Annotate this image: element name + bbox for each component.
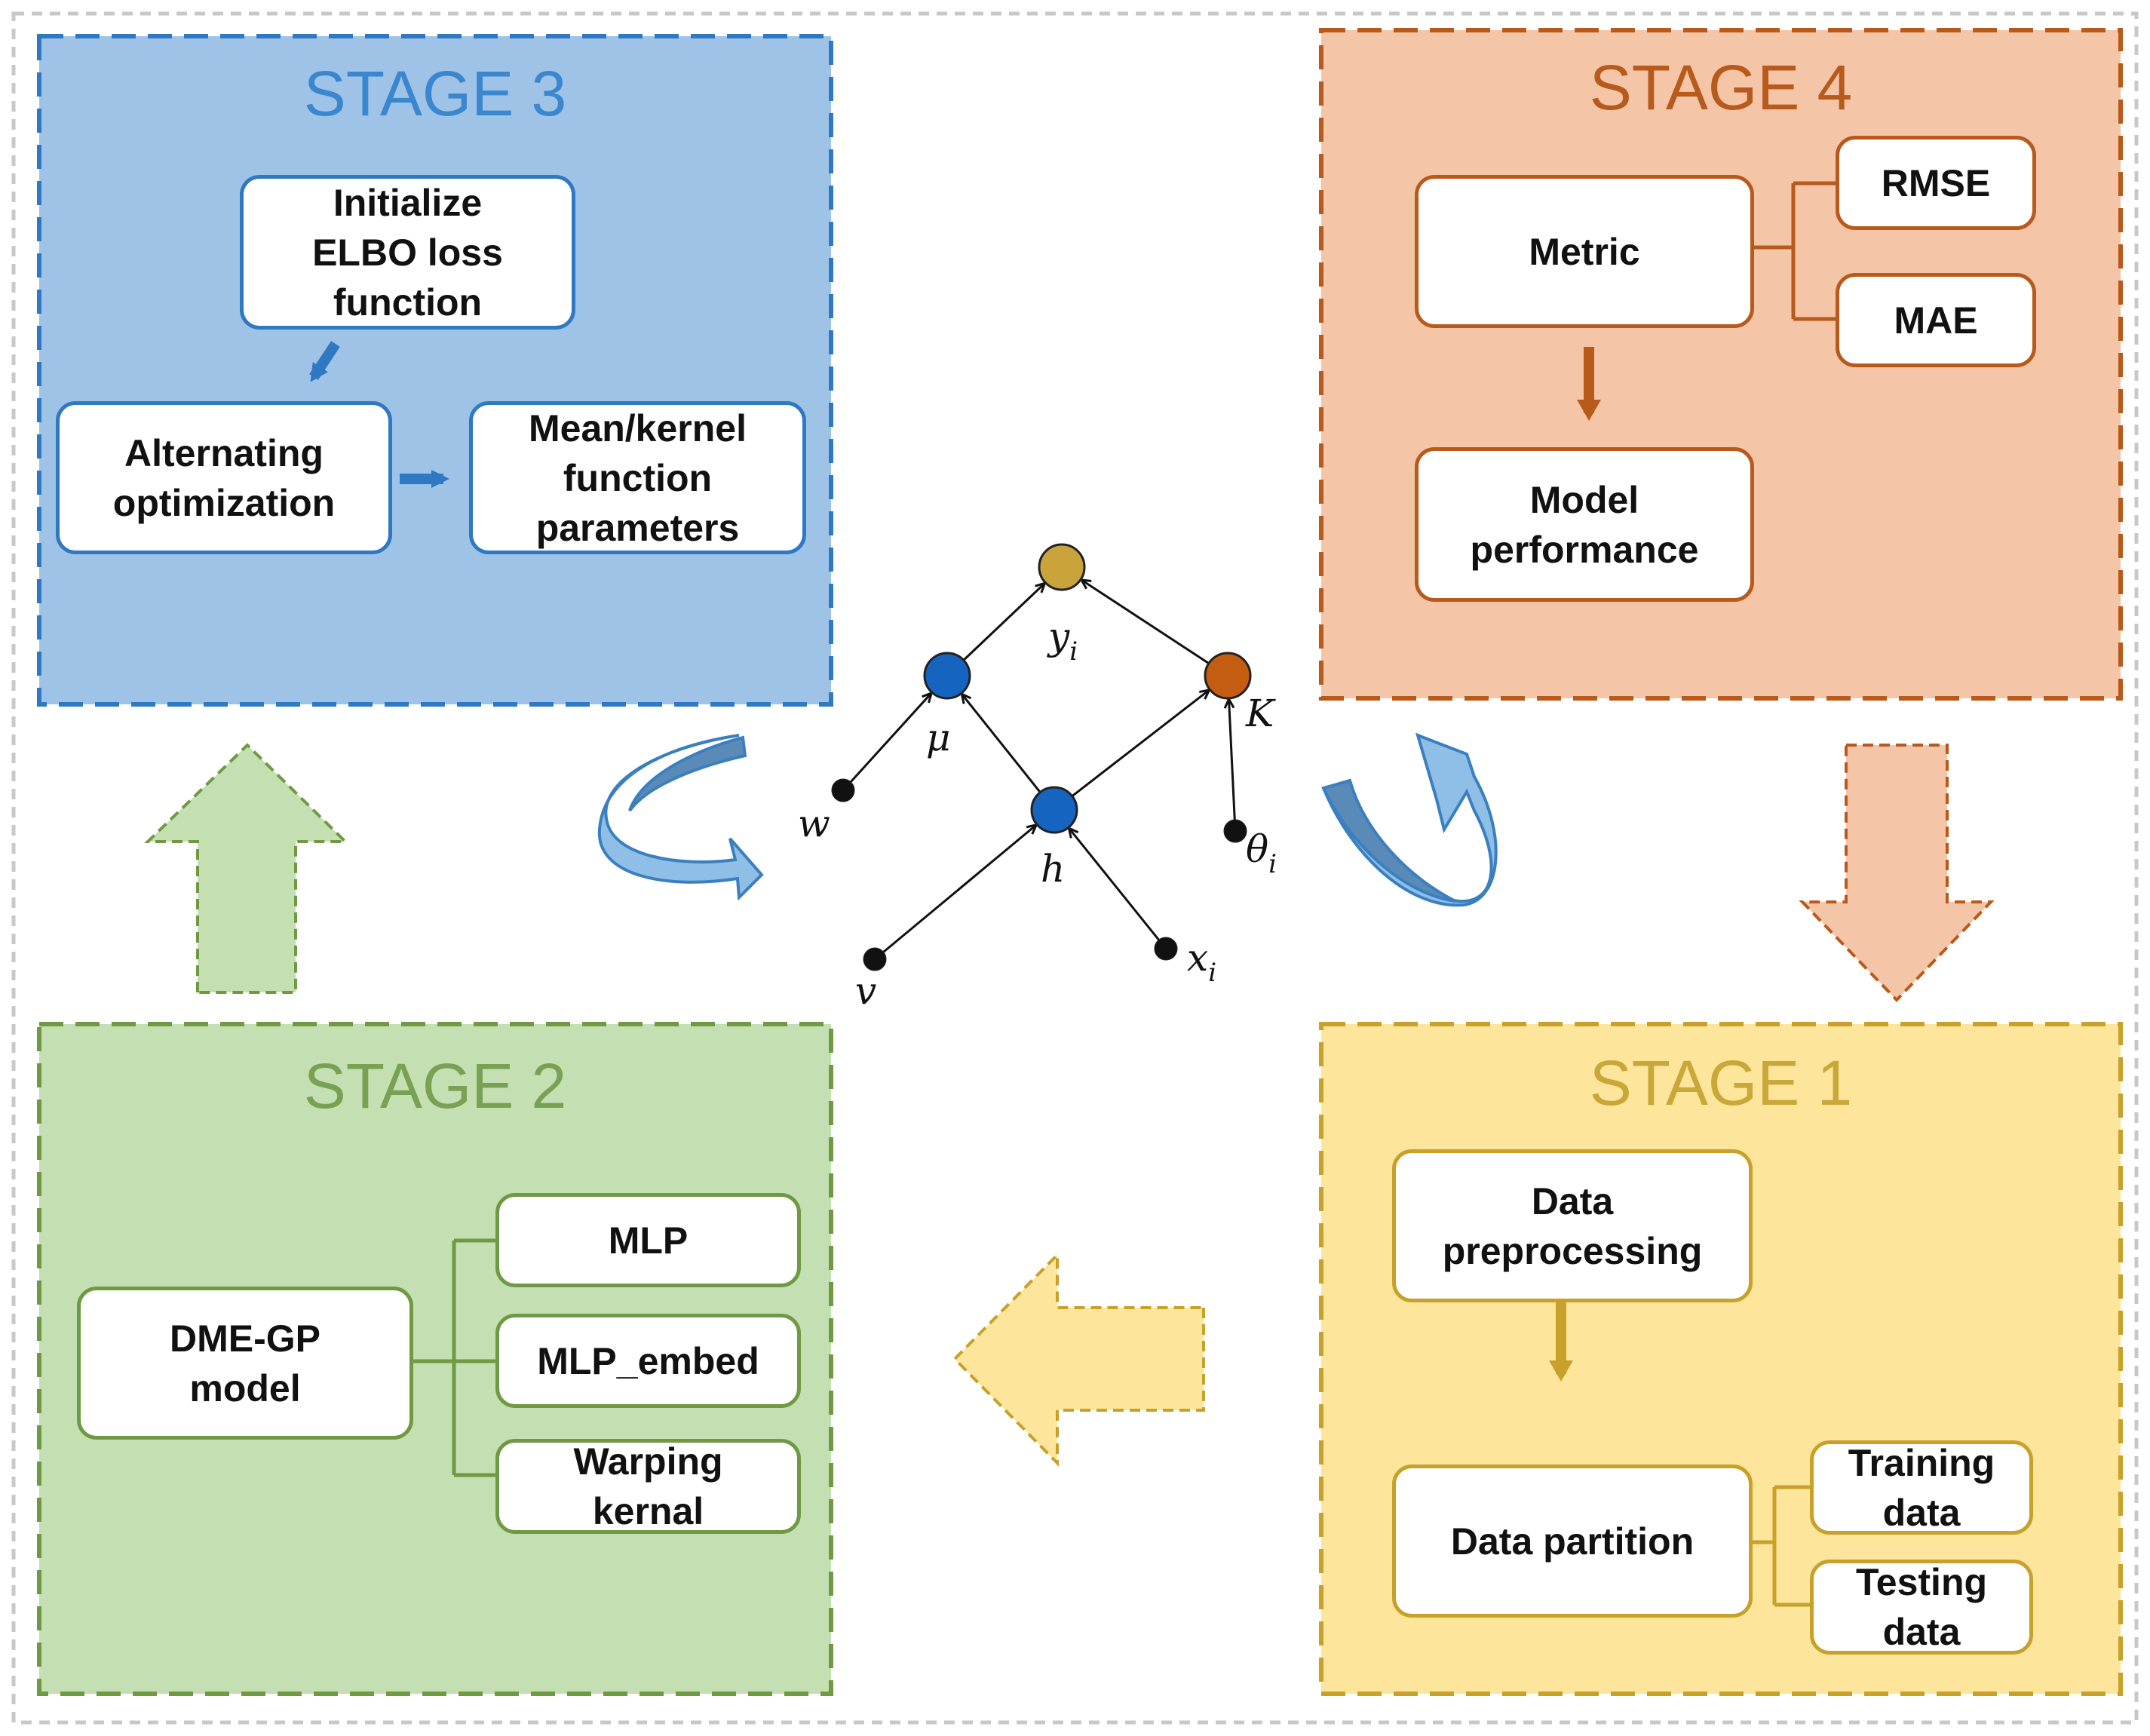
stage3-panel bbox=[37, 34, 833, 707]
label-x: xi bbox=[1187, 936, 1217, 988]
label-K: K bbox=[1246, 692, 1274, 735]
edge-v-to-h bbox=[882, 825, 1036, 953]
label-h: h bbox=[1041, 847, 1066, 891]
edge-h-to-K bbox=[1071, 691, 1209, 797]
node-y bbox=[1038, 543, 1086, 591]
stage2-title: STAGE 2 bbox=[303, 1050, 567, 1121]
curved-arrow-left bbox=[597, 734, 764, 901]
mae-box: MAE bbox=[1836, 273, 2036, 367]
initialize-elbo-box: Initialize ELBO loss function bbox=[240, 175, 575, 330]
mlp-box: MLP bbox=[495, 1193, 801, 1287]
edge-w-to-mu bbox=[849, 694, 931, 783]
label-v: v bbox=[855, 969, 877, 1013]
edge-h-to-mu bbox=[962, 695, 1041, 793]
testing-data-box: Testing data bbox=[1810, 1560, 2033, 1655]
arrow-stage4-to-stage1 bbox=[1799, 744, 1995, 1002]
data-preprocessing-box: Data preprocessing bbox=[1392, 1149, 1753, 1302]
edge-theta-to-K bbox=[1229, 700, 1236, 820]
label-w: w bbox=[798, 802, 830, 845]
arrow-stage2-to-stage3 bbox=[144, 743, 349, 994]
curved-arrow-right bbox=[1321, 732, 1498, 907]
training-data-box: Training data bbox=[1810, 1440, 2033, 1535]
s4-bracket bbox=[1754, 181, 1836, 321]
node-v bbox=[863, 947, 887, 971]
s1-bracket bbox=[1753, 1485, 1810, 1607]
label-theta: θi bbox=[1246, 827, 1277, 879]
node-K bbox=[1204, 652, 1252, 700]
data-partition-box: Data partition bbox=[1392, 1465, 1753, 1618]
edge-x-to-h bbox=[1069, 829, 1160, 941]
edge-mu-to-y bbox=[962, 584, 1044, 661]
mean-kernel-parameters-box: Mean/kernel function parameters bbox=[469, 401, 806, 554]
s3-arrow-init-to-alt bbox=[309, 341, 340, 382]
stage1-title: STAGE 1 bbox=[1589, 1047, 1853, 1118]
label-mu: μ bbox=[926, 716, 951, 759]
model-performance-box: Model performance bbox=[1415, 447, 1754, 602]
arrow-stage1-to-stage2 bbox=[952, 1251, 1205, 1467]
label-y: yi bbox=[1048, 615, 1078, 667]
stage3-title: STAGE 3 bbox=[303, 58, 567, 129]
warping-kernel-box: Warping kernal bbox=[495, 1439, 801, 1534]
outer-frame bbox=[11, 11, 2139, 1725]
rmse-box: RMSE bbox=[1836, 136, 2036, 230]
node-mu bbox=[923, 652, 971, 700]
metric-box: Metric bbox=[1415, 175, 1754, 328]
node-theta bbox=[1223, 819, 1247, 843]
node-w bbox=[831, 778, 855, 802]
node-x bbox=[1154, 937, 1178, 961]
s2-bracket bbox=[413, 1238, 495, 1477]
alternating-optimization-box: Alternating optimization bbox=[56, 401, 392, 554]
edge-K-to-y bbox=[1082, 581, 1210, 664]
node-h bbox=[1030, 786, 1078, 834]
mlp-embed-box: MLP_embed bbox=[495, 1314, 801, 1408]
stage4-title: STAGE 4 bbox=[1589, 52, 1853, 123]
dme-gp-model-box: DME-GP model bbox=[77, 1287, 413, 1440]
